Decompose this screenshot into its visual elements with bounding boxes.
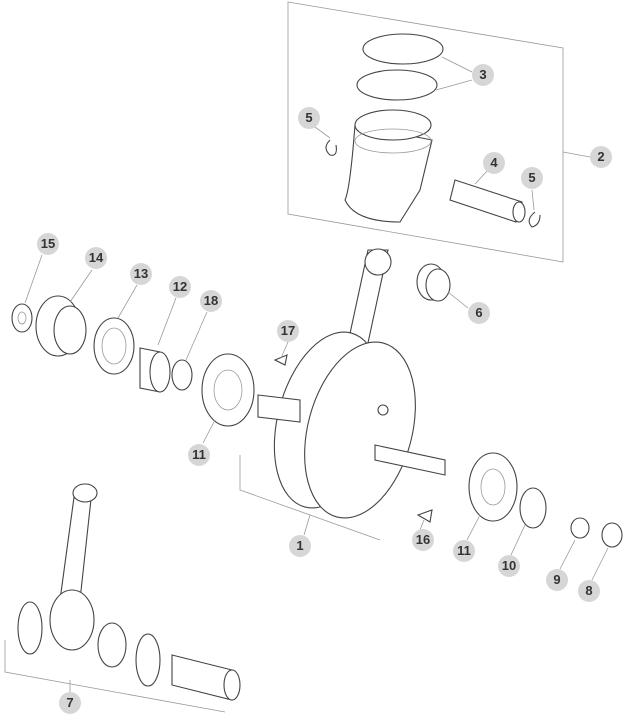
callout-11-right: 11 <box>453 540 475 562</box>
primary-gear-hub <box>53 305 87 355</box>
leader-line <box>559 539 576 570</box>
callout-16: 16 <box>412 529 434 551</box>
conrod-kit-bracket <box>4 640 226 713</box>
leader-line <box>202 419 216 444</box>
crank-web-right <box>304 341 416 519</box>
leader-line <box>419 519 425 531</box>
leader-line <box>510 524 526 556</box>
crankshaft-bracket <box>239 455 381 541</box>
callout-10: 10 <box>498 555 520 577</box>
callout-11-left: 11 <box>188 444 210 466</box>
crank-nut <box>601 522 623 548</box>
leader-line <box>435 79 473 91</box>
conrod-kit-big-end <box>49 589 95 651</box>
leader-line <box>280 341 289 359</box>
kit-needle-bearing <box>97 622 127 668</box>
leader-line <box>591 547 609 581</box>
piston-crown <box>354 109 432 141</box>
connecting-rod-small-end <box>364 248 392 276</box>
main-bearing-left <box>201 353 255 427</box>
piston <box>344 124 433 223</box>
thrust-washer-right <box>135 633 161 687</box>
o-ring <box>171 359 193 391</box>
leader-line <box>314 126 331 139</box>
callout-9: 9 <box>546 569 568 591</box>
thrust-washer-left <box>17 601 43 655</box>
conrod-kit-small-end <box>72 483 98 503</box>
leader-line <box>466 514 481 541</box>
crank-pin <box>171 654 233 701</box>
leader-line <box>117 284 138 319</box>
needle-bearing-face <box>425 268 451 302</box>
piston-pin-end <box>512 201 526 223</box>
leader-line <box>303 514 311 536</box>
oil-seal-bore <box>101 327 127 365</box>
piston-kit-frame <box>287 1 564 263</box>
bushing-end <box>149 351 171 393</box>
leader-line <box>24 254 43 304</box>
circlip-right <box>528 211 541 228</box>
crank-shaft-left <box>257 394 301 423</box>
main-bearing-right-bore <box>480 468 506 506</box>
leader-line <box>474 169 489 185</box>
leader-line <box>531 189 535 211</box>
callout-14: 14 <box>85 247 107 269</box>
woodruff-key-16 <box>416 509 433 523</box>
callout-5-right: 5 <box>521 167 543 189</box>
callout-13: 13 <box>130 263 152 285</box>
callout-8: 8 <box>578 580 600 602</box>
piston-pin <box>449 179 523 223</box>
callout-15: 15 <box>37 233 59 255</box>
callout-2: 2 <box>590 146 612 168</box>
woodruff-key-17 <box>273 354 288 366</box>
callout-17: 17 <box>277 320 299 342</box>
piston-ring-groove <box>354 128 432 154</box>
nut-bore <box>17 311 27 325</box>
callout-12: 12 <box>169 276 191 298</box>
callout-18: 18 <box>200 290 222 312</box>
nut <box>11 303 33 333</box>
conrod-kit-rod <box>59 489 93 601</box>
main-bearing-right <box>468 452 518 522</box>
oil-seal <box>93 317 135 375</box>
leader-line <box>562 151 591 158</box>
crank-pin-end <box>223 669 241 701</box>
callout-7: 7 <box>59 692 81 714</box>
leader-line <box>157 297 177 346</box>
piston-ring-bottom <box>356 69 438 101</box>
leader-line <box>447 291 469 309</box>
crank-web-hole <box>377 404 389 416</box>
piston-ring-top <box>362 33 444 65</box>
leader-line <box>441 56 473 73</box>
callout-1: 1 <box>289 535 311 557</box>
crank-shaft-right <box>374 444 446 476</box>
callout-3: 3 <box>472 64 494 86</box>
washer <box>570 517 590 539</box>
leader-line <box>69 269 93 303</box>
circlip-left <box>325 139 337 156</box>
callout-5-left: 5 <box>298 107 320 129</box>
main-bearing-left-bore <box>213 369 243 411</box>
leader-line <box>185 311 208 361</box>
spacer <box>519 487 547 529</box>
callout-6: 6 <box>468 302 490 324</box>
callout-4: 4 <box>483 152 505 174</box>
